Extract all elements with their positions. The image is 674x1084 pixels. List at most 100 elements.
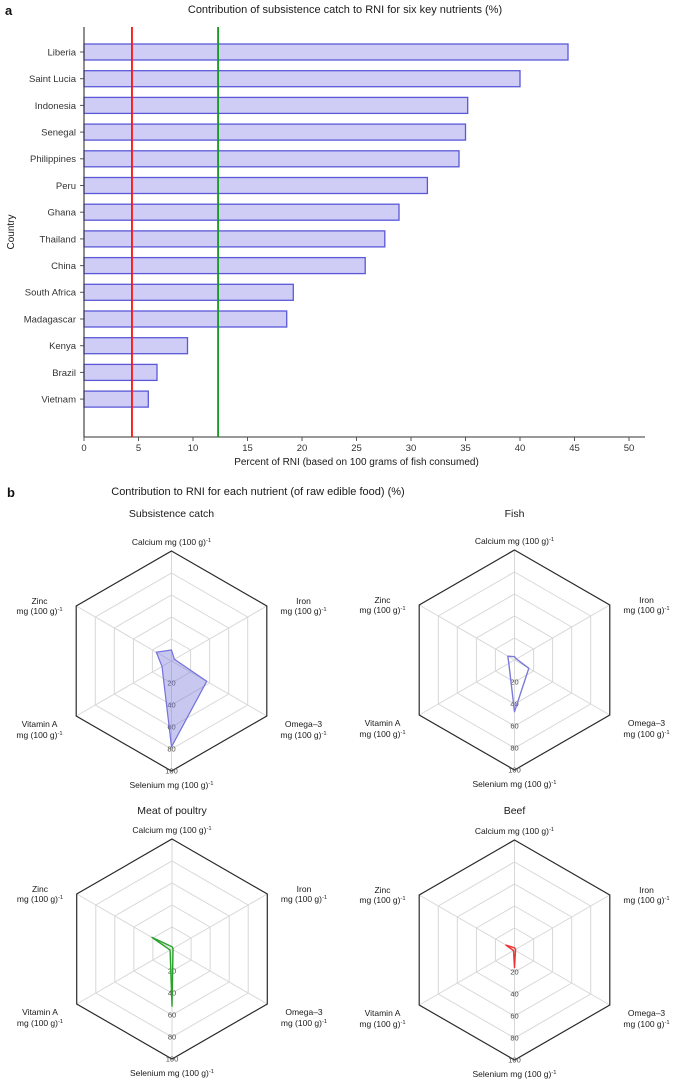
axis-label-vitamin-a-unit: mg (100 g)-1 [359, 1019, 405, 1029]
country-label-china: China [51, 261, 77, 272]
country-label-thailand: Thailand [40, 234, 76, 245]
ring-label-40: 40 [510, 990, 518, 999]
axis-label-selenium: Selenium mg (100 g)-1 [472, 1069, 556, 1079]
country-label-philippines: Philippines [30, 154, 76, 165]
spoke-iron [171, 893, 268, 950]
x-axis-title: Percent of RNI (based on 100 grams of fi… [234, 457, 479, 468]
spoke-iron [514, 604, 611, 661]
spoke-vitamin-a [418, 949, 515, 1006]
spoke-zinc [75, 605, 172, 662]
grid-ring-80 [94, 572, 249, 750]
ring-label-80: 80 [167, 745, 175, 754]
axis-label-vitamin-a: Vitamin A [22, 1007, 58, 1017]
axis-label-zinc-unit: mg (100 g)-1 [359, 895, 405, 905]
spoke-vitamin-a [75, 660, 172, 717]
grid-ring-20 [494, 927, 535, 973]
bar-thailand [83, 230, 386, 248]
axis-label-iron-unit: mg (100 g)-1 [623, 605, 669, 615]
ring-label-80: 80 [510, 744, 518, 753]
axis-label-omega-3: Omega–3 [285, 719, 323, 729]
panel-b-title: Contribution to RNI for each nutrient (o… [111, 486, 405, 498]
spoke-omega-3 [514, 949, 611, 1006]
axis-label-omega-3-unit: mg (100 g)-1 [623, 729, 669, 739]
country-label-kenya: Kenya [49, 341, 77, 352]
grid-ring-60 [456, 883, 573, 1017]
country-label-ghana: Ghana [47, 208, 76, 219]
axis-label-omega-3: Omega–3 [628, 1008, 666, 1018]
grid-ring-40 [132, 616, 211, 706]
outer-hexagon [418, 549, 611, 771]
bar-philippines [83, 150, 460, 168]
ring-label-100: 100 [165, 767, 178, 776]
axis-label-calcium: Calcium mg (100 g)-1 [132, 537, 211, 547]
radar-title-subsistence-catch: Subsistence catch [128, 508, 215, 520]
axis-label-calcium: Calcium mg (100 g)-1 [132, 825, 211, 835]
axis-label-calcium: Calcium mg (100 g)-1 [475, 826, 554, 836]
grid-ring-80 [95, 860, 249, 1038]
ring-label-60: 60 [167, 723, 175, 732]
country-label-peru: Peru [56, 181, 76, 192]
bar-liberia [83, 43, 569, 61]
panel-a-label: a [5, 3, 13, 18]
x-tick-label-45: 45 [569, 443, 580, 454]
axis-label-vitamin-a: Vitamin A [365, 718, 401, 728]
axis-label-iron: Iron [296, 596, 311, 606]
axis-label-vitamin-a: Vitamin A [365, 1008, 401, 1018]
bar-china [83, 256, 366, 275]
y-axis-title: Country [6, 214, 17, 249]
axis-label-selenium: Selenium mg (100 g)-1 [130, 1068, 214, 1078]
country-label-brazil: Brazil [52, 368, 76, 379]
grid-ring-60 [114, 882, 230, 1016]
spoke-omega-3 [171, 660, 268, 717]
grid-ring-20 [494, 637, 535, 683]
panel-b-label: b [7, 485, 15, 500]
axis-label-iron: Iron [639, 885, 654, 895]
ring-label-60: 60 [510, 722, 518, 731]
country-label-saint-lucia: Saint Lucia [29, 74, 77, 85]
x-tick-label-35: 35 [460, 443, 471, 454]
spoke-vitamin-a [418, 659, 515, 716]
bar-madagascar [83, 310, 288, 328]
radar-title-meat-of-poultry: Meat of poultry [137, 805, 207, 817]
bar-saint-lucia [83, 70, 521, 88]
x-tick-label-50: 50 [624, 443, 635, 454]
axis-label-calcium: Calcium mg (100 g)-1 [475, 536, 554, 546]
outer-hexagon [418, 839, 611, 1061]
axis-label-omega-3-unit: mg (100 g)-1 [623, 1019, 669, 1029]
spoke-omega-3 [171, 948, 268, 1005]
ring-label-20: 20 [510, 968, 518, 977]
ring-label-20: 20 [510, 678, 518, 687]
ring-label-100: 100 [166, 1055, 179, 1064]
axis-label-zinc-unit: mg (100 g)-1 [359, 605, 405, 615]
radar-polygon-beef [505, 944, 517, 969]
axis-label-omega-3-unit: mg (100 g)-1 [280, 730, 326, 740]
axis-label-zinc: Zinc [31, 596, 48, 606]
axis-label-iron: Iron [639, 595, 654, 605]
radar-polygon-fish [507, 655, 530, 713]
grid-ring-60 [113, 594, 230, 728]
ring-label-40: 40 [510, 700, 518, 709]
axis-label-omega-3: Omega–3 [628, 718, 666, 728]
x-tick-label-30: 30 [406, 443, 417, 454]
bar-indonesia [83, 96, 469, 115]
axis-label-vitamin-a-unit: mg (100 g)-1 [359, 729, 405, 739]
axis-label-iron-unit: mg (100 g)-1 [280, 606, 326, 616]
country-label-indonesia: Indonesia [35, 101, 77, 112]
spoke-iron [171, 605, 268, 662]
country-label-senegal: Senegal [41, 128, 76, 139]
axis-label-iron-unit: mg (100 g)-1 [623, 895, 669, 905]
bar-brazil [83, 363, 158, 382]
x-tick-label-15: 15 [242, 443, 253, 454]
axis-label-iron: Iron [297, 884, 312, 894]
spoke-vitamin-a [76, 948, 173, 1005]
spoke-zinc [418, 604, 515, 661]
grid-ring-40 [475, 615, 554, 705]
axis-label-selenium: Selenium mg (100 g)-1 [129, 780, 213, 790]
axis-label-zinc-unit: mg (100 g)-1 [16, 606, 62, 616]
grid-ring-80 [437, 571, 592, 749]
country-label-liberia: Liberia [47, 47, 76, 58]
axis-label-zinc: Zinc [32, 884, 49, 894]
bar-peru [83, 176, 429, 195]
